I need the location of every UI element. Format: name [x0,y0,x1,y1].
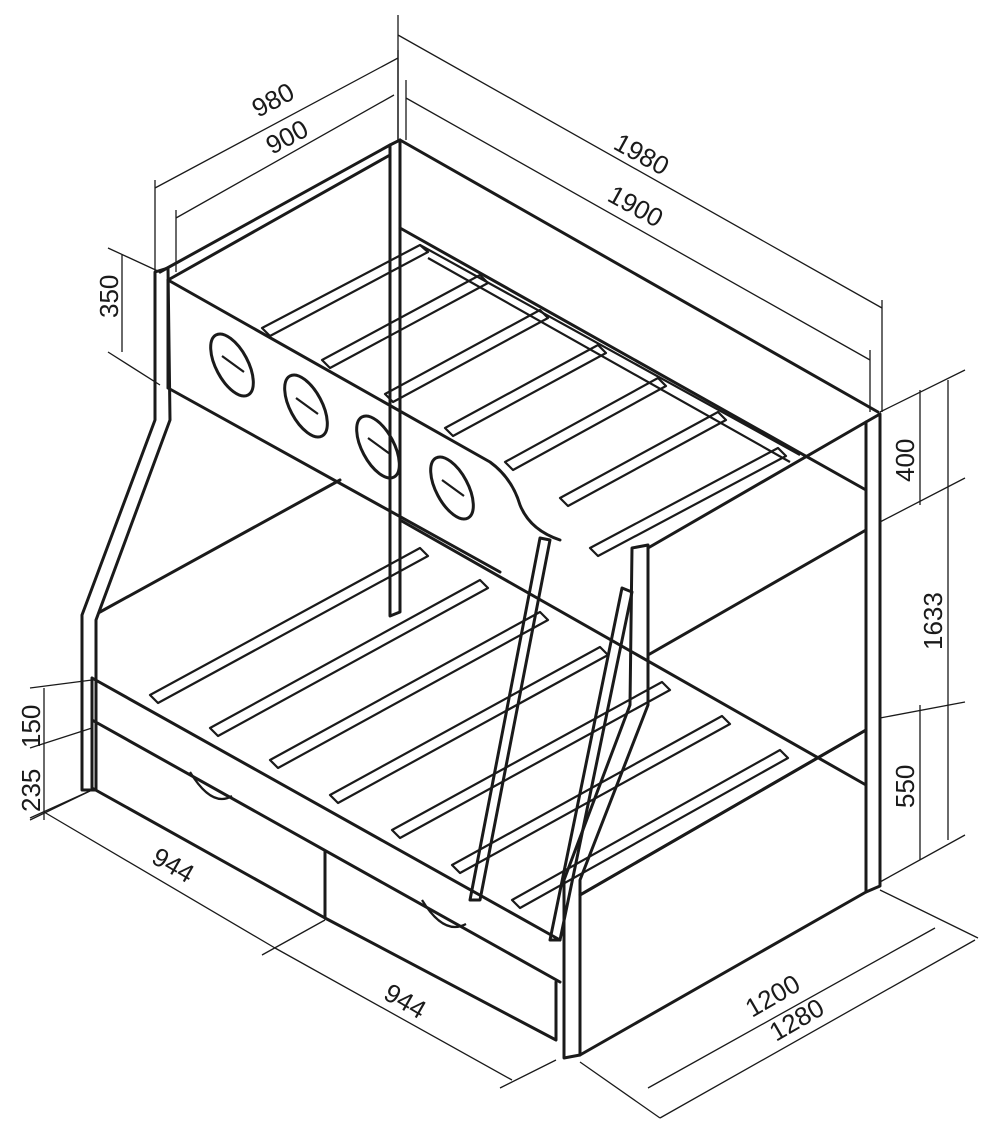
upper-head-panel [158,143,392,282]
lower-front-rail [90,676,562,984]
depth-outer-label: 980 [247,76,299,123]
upper-front-panel [166,278,562,574]
dimension-lines [29,15,979,1119]
rear-right-post [388,138,402,618]
drawer-length-b-label: 944 [379,977,432,1025]
bed-frame [80,138,882,1060]
rail-height-right-label: 400 [890,439,920,482]
total-height-label: 1633 [918,592,948,650]
panel-cutouts [209,332,475,521]
rail-height-left-label: 350 [94,275,124,318]
drawer-length-a-label: 944 [147,841,200,889]
lower-foot-panel [578,728,868,1057]
depth-inner-label: 900 [261,113,313,160]
upper-slats [260,243,801,558]
ladder-rail-left [468,536,552,902]
upper-back-panel [398,138,880,492]
length-inner-label: 1900 [603,179,668,233]
drawer-height-label: 235 [16,769,46,812]
front-right-post-upper [864,412,882,894]
upper-foot-panel [646,420,868,657]
lower-height-label: 550 [890,765,920,808]
bed-side-height-label: 150 [16,705,46,748]
drawers [90,718,558,1042]
left-front-post [80,266,172,792]
lower-slats [148,546,790,910]
